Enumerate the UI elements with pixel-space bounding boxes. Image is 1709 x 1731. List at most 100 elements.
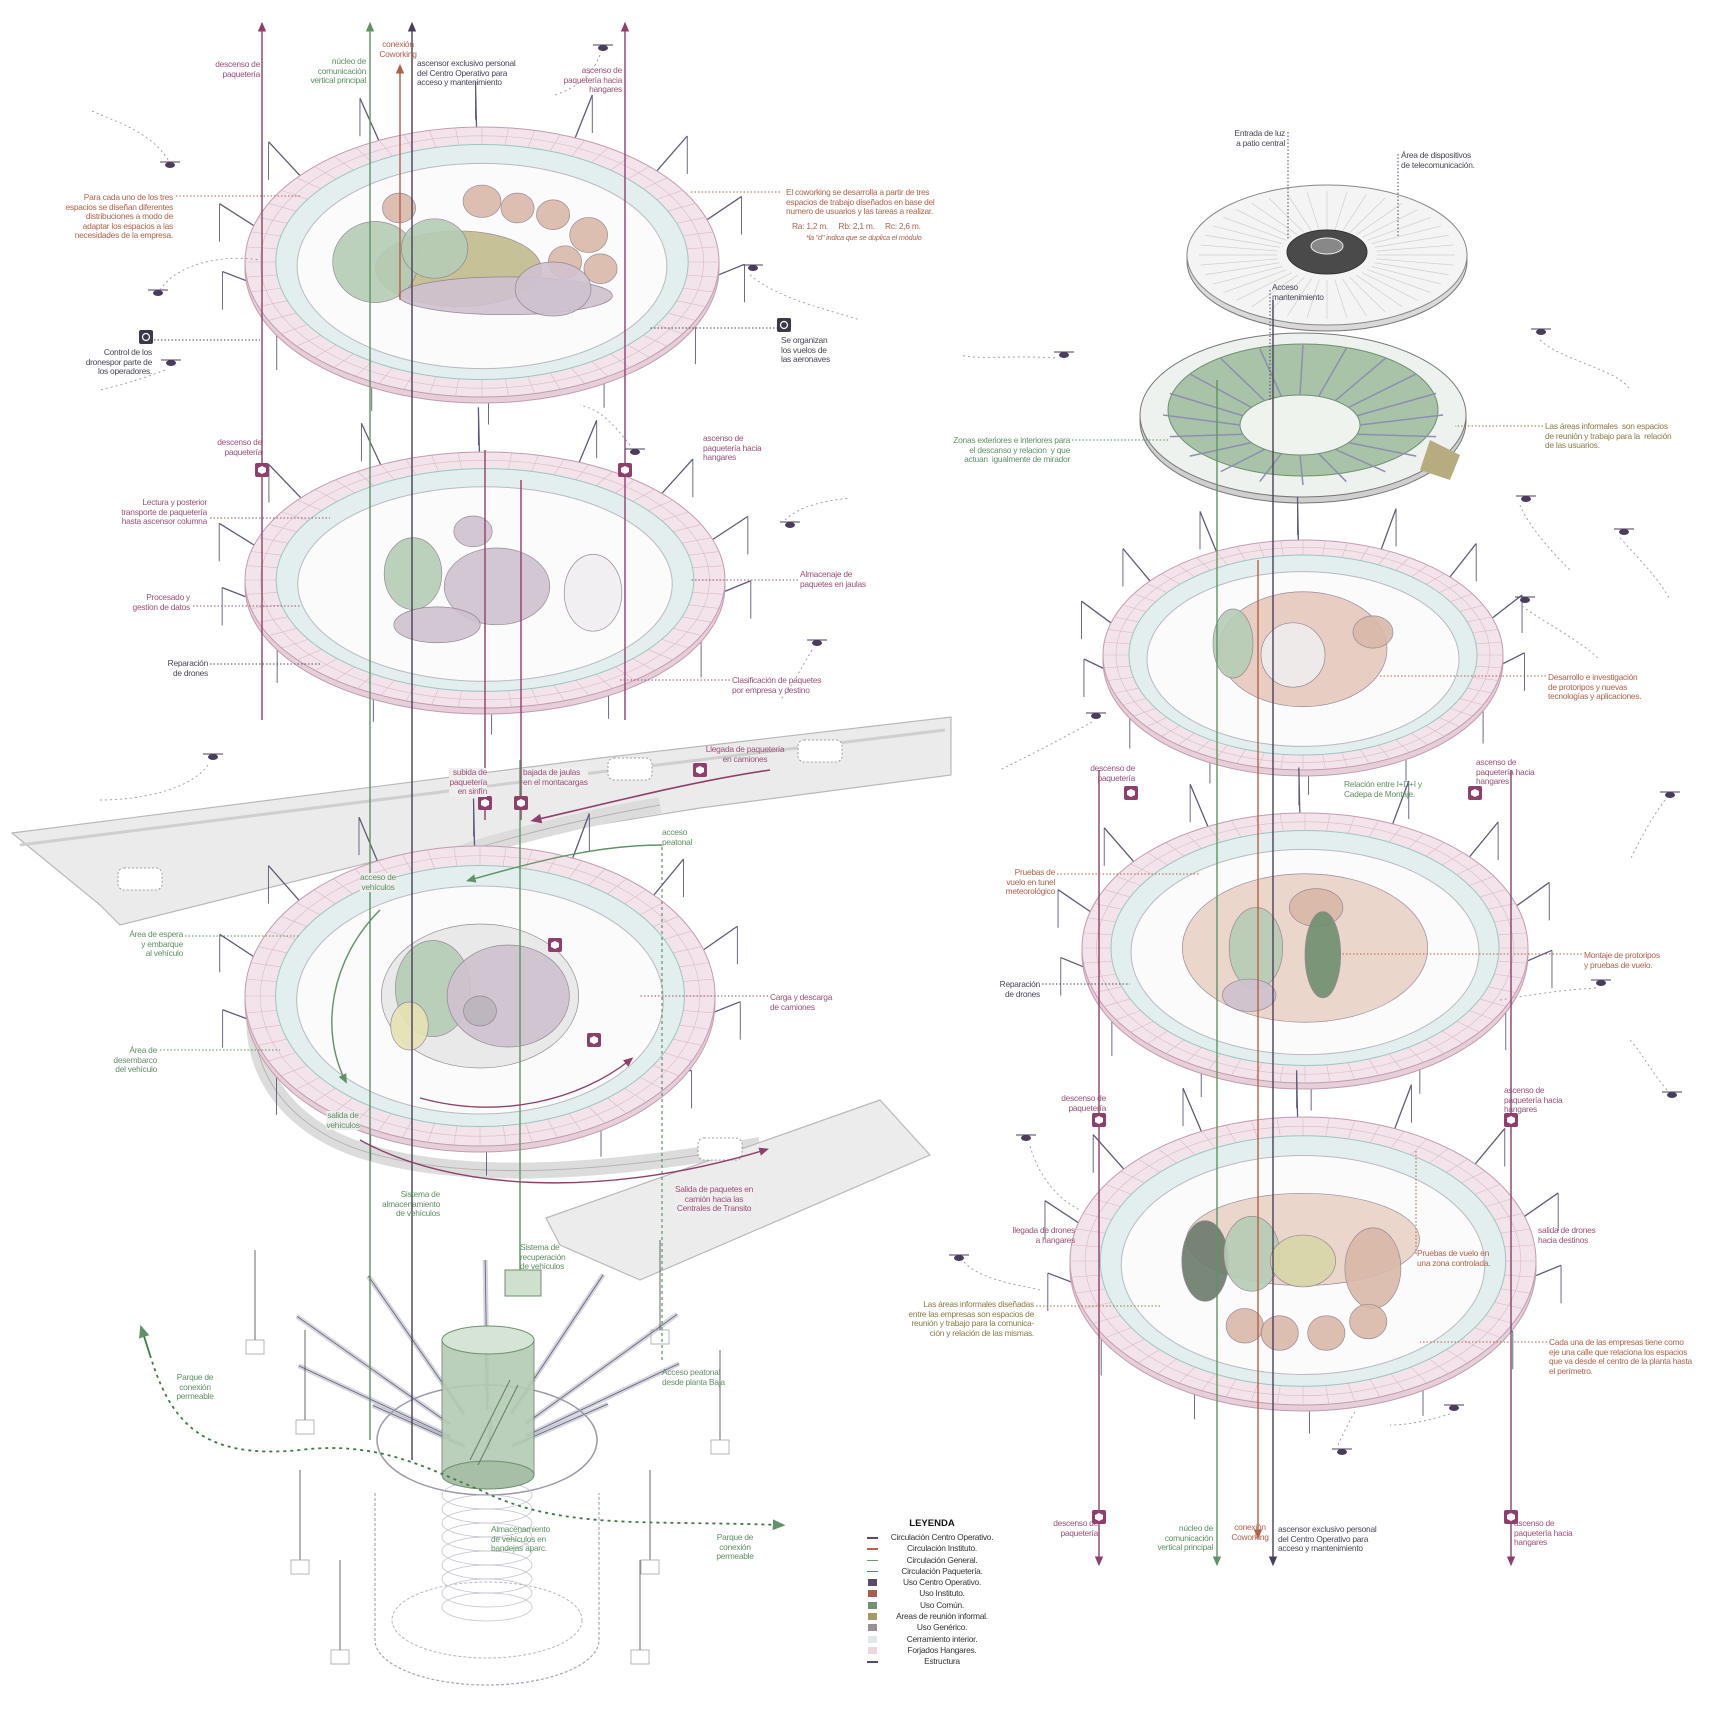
pole-footing bbox=[290, 1559, 310, 1575]
drone-flight-path bbox=[779, 649, 813, 701]
label-acceso-peatonal: acceso peatonal bbox=[662, 827, 693, 847]
label-ascensor-exclusivo-bottom: ascensor exclusivo personal del Centro O… bbox=[1278, 1524, 1377, 1554]
circulation-lines-layer bbox=[154, 21, 1582, 1567]
drone-icon bbox=[1629, 791, 1680, 861]
roof-rib bbox=[1367, 217, 1431, 241]
pole-footing bbox=[245, 1339, 265, 1355]
label-sistema-almacenamiento: Sistema de almacenamiento de vehículos bbox=[382, 1189, 440, 1219]
pedestrian-arrow bbox=[465, 844, 663, 883]
label-llegada-drones: llegada de drones a hangares bbox=[1012, 1225, 1076, 1245]
package-icon bbox=[1092, 1113, 1106, 1127]
data-processing-block bbox=[383, 537, 443, 610]
roof-rib bbox=[1376, 244, 1454, 252]
legend: LEYENDA Circulación Centro Operativo. Cir… bbox=[862, 1518, 1002, 1668]
radial-beam bbox=[1334, 448, 1386, 473]
truck-outline bbox=[697, 1137, 743, 1161]
drone-body bbox=[153, 290, 163, 296]
park-path bbox=[149, 1354, 786, 1531]
label-zonas-exteriores: Zonas exteriores e interiores para el de… bbox=[953, 435, 1070, 465]
label-module-note: *la "d" indica que se duplica el módulo bbox=[806, 233, 922, 242]
drone-flight-path bbox=[1521, 605, 1601, 661]
flight-test-zone bbox=[1344, 1227, 1402, 1309]
package-spiral-wall bbox=[443, 547, 551, 626]
roof-rib bbox=[1306, 191, 1320, 231]
radial-beam bbox=[1259, 348, 1283, 397]
package-icon bbox=[618, 463, 632, 477]
label-almacenaje-jaulas: Almacenaje de paquetes en jaulas bbox=[800, 569, 866, 589]
package-icon bbox=[548, 938, 562, 952]
legend-item-label: Estructura bbox=[924, 1656, 960, 1667]
drone-body bbox=[785, 522, 795, 528]
legend-item-label: Forjados Hangares. bbox=[907, 1644, 977, 1655]
radial-beam bbox=[1220, 448, 1266, 473]
label-areas-informales-top: Las áreas informales son espacios de reu… bbox=[1545, 421, 1672, 451]
truck-arrival-arrow bbox=[530, 769, 771, 824]
label-descenso-paqueteria-bottom: descenso de paquetería bbox=[1053, 1518, 1098, 1538]
column-base-layer bbox=[139, 1240, 786, 1686]
label-conexion-coworking-bottom: conexión Coworking bbox=[1231, 1522, 1269, 1542]
legend-line-swatch bbox=[867, 1570, 878, 1573]
roof-rib bbox=[1287, 278, 1312, 317]
drone-control-icon-bg bbox=[777, 318, 791, 332]
drone-icon bbox=[999, 712, 1106, 771]
legend-item: Uso Centro Operativo. bbox=[862, 1577, 1002, 1588]
informal-area bbox=[1420, 440, 1460, 480]
roof-rib bbox=[1356, 274, 1403, 308]
legend-item: Estructura bbox=[862, 1656, 1002, 1667]
drone-body bbox=[1021, 1135, 1031, 1141]
label-descenso-paqueteria-r1: descenso de paquetería bbox=[1090, 763, 1135, 783]
package-icon bbox=[1124, 786, 1138, 800]
drone-body bbox=[1091, 713, 1101, 719]
label-reparacion-drones-right: Reparación de drones bbox=[999, 979, 1041, 999]
legend-item-label: Circulación Paquetería. bbox=[901, 1565, 983, 1576]
label-desarrollo-investigacion: Desarrollo e investigación de protoripos… bbox=[1548, 672, 1642, 702]
radial-beam bbox=[1189, 373, 1252, 409]
pole-footing bbox=[295, 1419, 315, 1435]
label-descenso-paqueteria-r2: descenso de paquetería bbox=[1061, 1093, 1106, 1113]
radial-beam bbox=[1348, 441, 1417, 457]
label-reparacion-drones-left: Reparación de drones bbox=[167, 658, 209, 678]
label-ascenso-paqueteria-r2: ascenso de paquetería hacia hangares bbox=[1504, 1085, 1563, 1115]
green-core-bottom bbox=[441, 1460, 535, 1490]
floor-vehicle-access bbox=[219, 798, 741, 1176]
work-module-rb bbox=[382, 192, 416, 224]
label-organizan-vuelos: Se organizan los vuelos de las aeronaves bbox=[781, 335, 830, 365]
common-use-block bbox=[1212, 608, 1254, 679]
drone-flight-path bbox=[1389, 1413, 1451, 1426]
radial-beam bbox=[1348, 373, 1417, 409]
legend-item: Circulación Centro Operativo. bbox=[862, 1532, 1002, 1543]
legend-color-swatch bbox=[868, 1601, 877, 1609]
roof-rib bbox=[1371, 266, 1442, 285]
legend-line-swatch bbox=[867, 1661, 878, 1663]
package-cages bbox=[563, 554, 623, 632]
legend-item: Circulación Paquetería. bbox=[862, 1566, 1002, 1577]
roof-rib bbox=[1212, 225, 1283, 244]
legend-color-swatch bbox=[868, 1590, 877, 1598]
roof-rib bbox=[1205, 234, 1280, 248]
label-salida-vehiculos: salida de vehículos bbox=[326, 1110, 360, 1131]
drone-control-icon-glyph bbox=[141, 332, 151, 342]
package-icon-glyph bbox=[590, 1036, 598, 1044]
label-montaje-prototipos: Montaje de protoripos y pruebas de vuelo… bbox=[1584, 950, 1660, 970]
drone-flight-path bbox=[1029, 1145, 1081, 1211]
legend-item: Cerramiento interior. bbox=[862, 1634, 1002, 1645]
label-pruebas-zona-controlada: Pruebas de vuelo en una zona controlada. bbox=[1417, 1248, 1491, 1268]
label-descenso-paqueteria-2: descenso de paquetería bbox=[217, 437, 262, 457]
truck-exit-arrow bbox=[359, 1139, 770, 1184]
drone-body bbox=[1619, 529, 1629, 535]
pole-footing bbox=[650, 1329, 670, 1345]
package-icon-glyph bbox=[621, 466, 629, 474]
legend-item-label: Uso Instituto. bbox=[919, 1588, 965, 1599]
legend-title: LEYENDA bbox=[909, 1518, 955, 1529]
roof-rib bbox=[1356, 202, 1403, 236]
roof-rib bbox=[1212, 266, 1283, 285]
label-ascenso-paqueteria-bottom: ascenso de paquetería hacia hangares bbox=[1514, 1518, 1573, 1548]
package-icon-glyph bbox=[481, 799, 489, 807]
research-module bbox=[1352, 615, 1394, 649]
work-module-rb bbox=[462, 184, 502, 218]
parking-tray bbox=[441, 1578, 533, 1608]
label-distribuciones-espacios: Para cada uno de los tres espacios se di… bbox=[65, 192, 174, 241]
central-patio bbox=[1239, 394, 1361, 456]
